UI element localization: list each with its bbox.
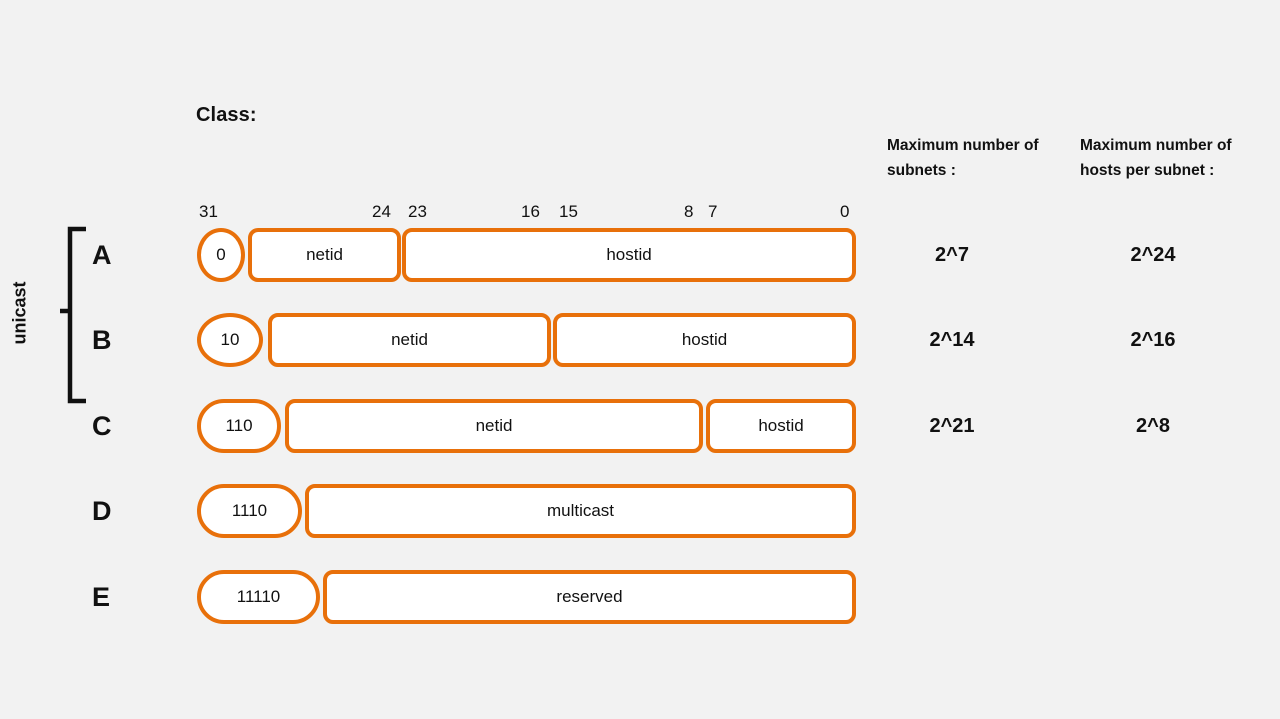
- class-d-prefix-bits: 1110: [197, 484, 302, 538]
- bit-tick-31: 31: [199, 202, 218, 221]
- bit-tick-8: 8: [684, 202, 694, 221]
- bit-tick-0: 0: [840, 202, 850, 221]
- class-a-max-hosts: 2^24: [1130, 244, 1176, 266]
- bit-tick-7: 7: [708, 202, 718, 221]
- class-c-field-netid: netid: [285, 399, 703, 453]
- class-letter-c: C: [92, 411, 112, 441]
- class-letter-a: A: [92, 240, 112, 270]
- class-letter-e: E: [92, 582, 111, 612]
- page-title: Class:: [196, 104, 257, 126]
- class-letter-b: B: [92, 325, 112, 355]
- class-c-field-hostid: hostid: [706, 399, 856, 453]
- class-c-max-hosts: 2^8: [1136, 415, 1170, 437]
- unicast-brace-icon: [60, 226, 86, 404]
- column-header-max-hosts: Maximum number of hosts per subnet :: [1080, 137, 1232, 179]
- class-b-max-subnets: 2^14: [929, 329, 975, 351]
- class-letter-d: D: [92, 496, 112, 526]
- bit-tick-23: 23: [408, 202, 427, 221]
- class-b-field-hostid: hostid: [553, 313, 856, 367]
- class-b-max-hosts: 2^16: [1130, 329, 1176, 351]
- class-c-prefix-bits: 110: [197, 399, 281, 453]
- class-c-max-subnets: 2^21: [929, 415, 975, 437]
- class-e-prefix-bits: 11110: [197, 570, 320, 624]
- class-b-prefix-bits: 10: [197, 313, 263, 367]
- class-a-max-subnets: 2^7: [935, 244, 969, 266]
- class-a-field-hostid: hostid: [402, 228, 856, 282]
- column-header-max-subnets: Maximum number of subnets :: [887, 137, 1039, 179]
- class-d-field-multicast: multicast: [305, 484, 856, 538]
- class-a-prefix-bits: 0: [197, 228, 245, 282]
- bit-tick-15: 15: [559, 202, 578, 221]
- class-a-field-netid: netid: [248, 228, 401, 282]
- bit-tick-16: 16: [521, 202, 540, 221]
- class-e-field-reserved: reserved: [323, 570, 856, 624]
- bit-tick-24: 24: [372, 202, 391, 221]
- class-b-field-netid: netid: [268, 313, 551, 367]
